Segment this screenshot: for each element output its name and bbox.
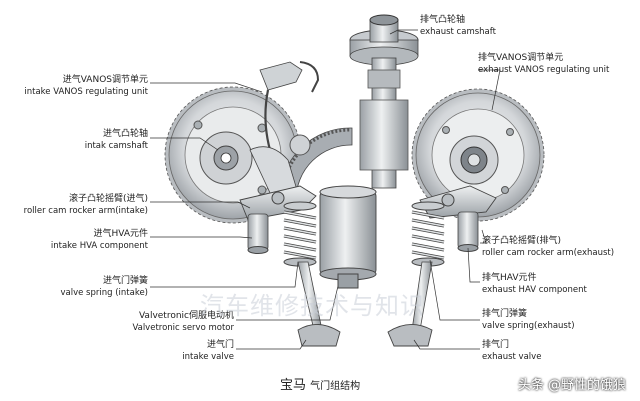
label-intake-valve-cn: 进气门 xyxy=(206,340,234,350)
label-roller-intake-cn: 滚子凸轮摇臂(进气) xyxy=(68,194,148,204)
source-badge: 头条 @野性的饿狼 xyxy=(517,378,626,393)
label-intake-vanos-cn: 进气VANOS调节单元 xyxy=(62,75,148,85)
label-exhaust-camshaft-en: exhaust camshaft xyxy=(420,27,496,37)
label-roller-intake: 滚子凸轮摇臂(进气) roller cam rocker arm(intake) xyxy=(0,193,148,217)
label-intake-valve: 进气门 intake valve xyxy=(60,339,234,363)
label-valvetronic-motor-en: Valvetronic servo motor xyxy=(132,323,234,333)
intake-valve xyxy=(297,261,341,347)
label-intake-camshaft: 进气凸轮轴 intak camshaft xyxy=(0,128,148,152)
label-roller-exhaust-cn: 滚子凸轮摇臂(排气) xyxy=(482,236,562,246)
label-valvetronic-motor-cn: Valvetronic伺服电动机 xyxy=(138,311,234,321)
label-roller-exhaust: 滚子凸轮摇臂(排气) roller cam rocker arm(exhaust… xyxy=(482,235,638,259)
label-valve-spring-exhaust-cn: 排气门弹簧 xyxy=(482,309,528,319)
label-valvetronic-motor: Valvetronic伺服电动机 Valvetronic servo motor xyxy=(60,310,234,334)
label-exhaust-valve-en: exhaust valve xyxy=(482,352,542,362)
label-exhaust-hav: 排气HAV元件 exhaust HAV component xyxy=(482,272,638,296)
label-valve-spring-intake-en: valve spring (intake) xyxy=(60,288,149,298)
label-exhaust-valve-cn: 排气门 xyxy=(482,340,510,350)
leader-lines xyxy=(150,29,501,350)
label-exhaust-camshaft-cn: 排气凸轮轴 xyxy=(420,15,466,25)
label-valve-spring-intake-cn: 进气门弹簧 xyxy=(102,276,148,286)
watermark: 汽车维修技术与知识 xyxy=(200,292,425,320)
label-intake-camshaft-en: intak camshaft xyxy=(84,141,148,151)
caption-brand: 宝马 xyxy=(280,378,307,393)
label-valve-spring-exhaust: 排气门弹簧 valve spring(exhaust) xyxy=(482,308,638,332)
label-exhaust-vanos: 排气VANOS调节单元 exhaust VANOS regulating uni… xyxy=(478,52,638,76)
exhaust-valve-spring xyxy=(411,201,445,267)
label-intake-hva-en: intake HVA component xyxy=(50,241,148,251)
label-valve-spring-exhaust-en: valve spring(exhaust) xyxy=(482,321,575,331)
intake-valve-spring xyxy=(283,201,317,267)
label-intake-vanos: 进气VANOS调节单元 intake VANOS regulating unit xyxy=(0,74,148,98)
figure-caption: 宝马 气门组结构 xyxy=(280,374,360,393)
label-exhaust-valve: 排气门 exhaust valve xyxy=(482,339,638,363)
caption-title: 气门组结构 xyxy=(310,381,361,392)
label-intake-hva-cn: 进气HVA元件 xyxy=(93,229,148,239)
exhaust-valve xyxy=(387,261,433,347)
label-roller-exhaust-en: roller cam rocker arm(exhaust) xyxy=(482,248,615,258)
exhaust-camshaft xyxy=(349,14,419,189)
label-valve-spring-intake: 进气门弹簧 valve spring (intake) xyxy=(0,275,149,299)
label-roller-intake-en: roller cam rocker arm(intake) xyxy=(23,206,148,216)
label-intake-valve-en: intake valve xyxy=(182,352,234,362)
exhaust-vanos-sprocket xyxy=(411,88,545,222)
valvetronic-servo-motor xyxy=(319,185,377,289)
intake-hva xyxy=(247,213,269,254)
label-exhaust-vanos-en: exhaust VANOS regulating unit xyxy=(478,65,610,75)
label-intake-hva: 进气HVA元件 intake HVA component xyxy=(0,228,148,252)
label-intake-camshaft-cn: 进气凸轮轴 xyxy=(102,129,148,139)
label-exhaust-hav-cn: 排气HAV元件 xyxy=(482,273,537,283)
label-exhaust-hav-en: exhaust HAV component xyxy=(482,285,587,295)
exhaust-hav xyxy=(457,211,479,252)
label-exhaust-vanos-cn: 排气VANOS调节单元 xyxy=(478,53,564,63)
exhaust-rocker-arm xyxy=(419,185,497,219)
label-exhaust-camshaft: 排气凸轮轴 exhaust camshaft xyxy=(420,14,580,38)
label-intake-vanos-en: intake VANOS regulating unit xyxy=(24,87,148,97)
